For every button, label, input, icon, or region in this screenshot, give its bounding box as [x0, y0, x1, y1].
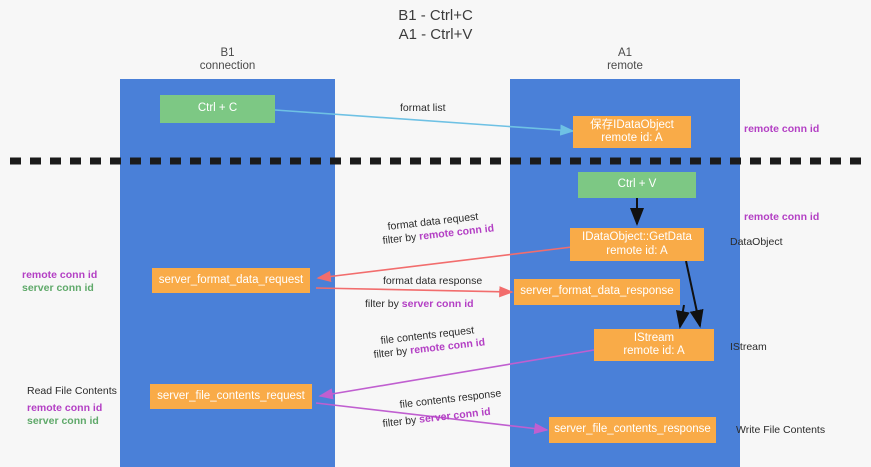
- annotation-right-write-file-contents: Write File Contents: [736, 424, 826, 436]
- filter-prefix: filter by: [382, 230, 420, 247]
- column-header-a1-name: A1: [617, 47, 633, 59]
- page-title: B1 - Ctrl+C A1 - Ctrl+V: [398, 7, 473, 43]
- edge-label-file-contents-response-filter: filter by server conn id: [382, 406, 491, 431]
- annotation-left-server-conn-id: server conn id: [22, 282, 94, 294]
- annotation-right-remote-conn-id-mid: remote conn id: [744, 211, 820, 223]
- annotation-left-remote-conn-id: remote conn id: [22, 269, 98, 281]
- box-server-file-contents-response[interactable]: server_file_contents_response: [549, 417, 716, 443]
- edge-format-data-response: [315, 286, 514, 298]
- column-header-b1-name: B1: [220, 47, 235, 59]
- filter-key-server-conn-id: server conn id: [418, 405, 492, 426]
- column-header-b1-subtitle: connection: [199, 60, 256, 72]
- box-idataobject-getdata[interactable]: IDataObject::GetData remote id: A: [570, 228, 704, 261]
- annotation-right-remote-conn-id-top: remote conn id: [744, 123, 820, 135]
- column-header-a1-subtitle: remote: [607, 60, 643, 72]
- filter-prefix: filter by: [365, 298, 402, 310]
- edge-label-format-data-response: format data response: [383, 275, 483, 287]
- annotation-left-read-file-contents: Read File Contents: [27, 385, 117, 397]
- filter-prefix: filter by: [382, 413, 420, 430]
- box-server-format-data-response[interactable]: server_format_data_response: [514, 279, 680, 305]
- box-ctrl-v[interactable]: Ctrl + V: [578, 172, 696, 198]
- box-istream[interactable]: IStream remote id: A: [594, 329, 714, 361]
- annotation-right-istream: IStream: [730, 341, 767, 353]
- edge-label-format-list: format list: [400, 102, 446, 114]
- annotation-left-server-conn-id-2: server conn id: [27, 415, 99, 427]
- filter-key-server-conn-id: server conn id: [401, 298, 474, 310]
- box-save-idataobject[interactable]: 保存IDataObject remote id: A: [573, 116, 691, 148]
- filter-prefix: filter by: [373, 344, 411, 361]
- annotation-right-dataobject: DataObject: [730, 236, 783, 248]
- box-server-file-contents-request[interactable]: server_file_contents_request: [150, 384, 312, 409]
- box-server-format-data-request[interactable]: server_format_data_request: [152, 268, 310, 293]
- box-ctrl-c[interactable]: Ctrl + C: [160, 95, 275, 123]
- annotation-left-remote-conn-id-2: remote conn id: [27, 402, 103, 414]
- edge-label-format-data-response-filter: filter by server conn id: [365, 298, 474, 311]
